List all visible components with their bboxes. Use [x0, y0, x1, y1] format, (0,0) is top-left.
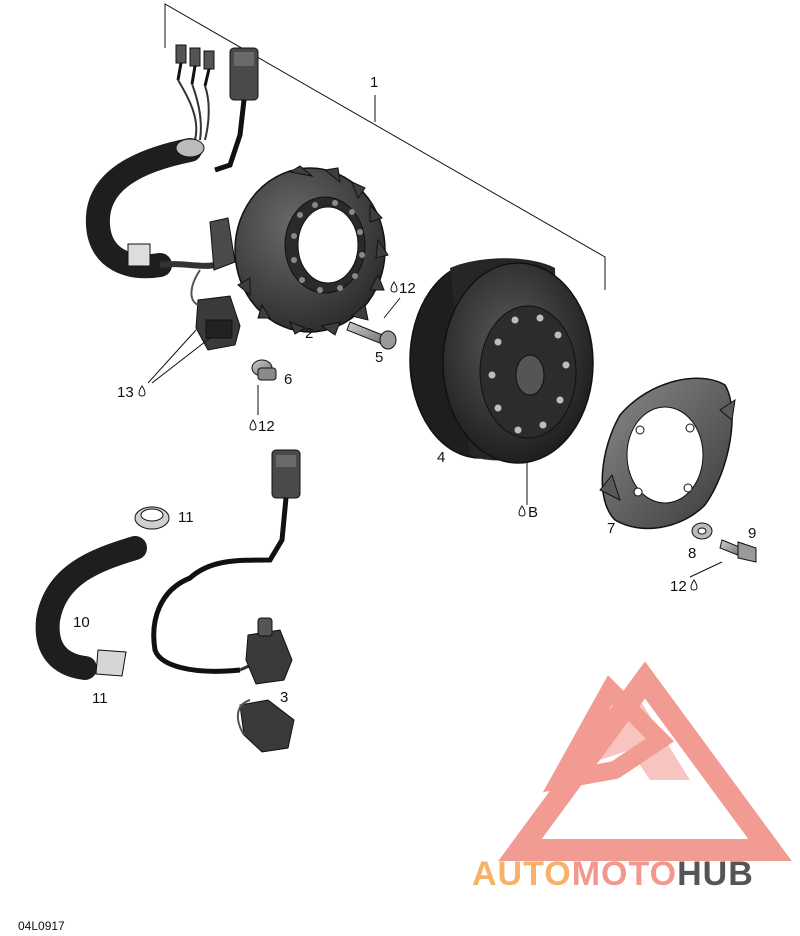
watermark-part3: HUB [677, 855, 754, 893]
watermark-part1: AUTO [472, 855, 572, 893]
connector-pins [175, 44, 215, 141]
pickup-sensor-upper [190, 269, 241, 351]
glue-drop-icon-12b [249, 419, 257, 431]
glue-drop-icon-13 [138, 385, 146, 397]
callout-labels: 1 2 3 4 5 6 7 8 9 10 11 11 12 12 12 13 B [73, 74, 756, 707]
label-8: 8 [688, 545, 696, 562]
label-7: 7 [607, 520, 615, 537]
label-b: B [528, 504, 538, 521]
glue-drop-icon-12a [390, 281, 398, 293]
watermark-part2: MOTO [572, 855, 677, 893]
label-6: 6 [284, 371, 292, 388]
clamp-11-upper [134, 506, 170, 530]
bolt-6 [251, 359, 277, 381]
label-1: 1 [370, 74, 378, 91]
label-5: 5 [375, 349, 383, 366]
glue-drop-icon-12c [690, 579, 698, 591]
drawing-code: 04L0917 [18, 919, 65, 933]
label-10: 10 [73, 614, 90, 631]
bolt-9 [719, 539, 757, 563]
label-12-lower: 12 [670, 578, 687, 595]
label-11-lower: 11 [92, 690, 108, 707]
watermark-text: AUTOMOTOHUB [472, 855, 754, 893]
bolt-5 [346, 321, 397, 350]
connector-plug [214, 47, 259, 173]
glue-drop-icon-b [518, 505, 526, 517]
label-3: 3 [280, 689, 288, 706]
group-bracket [164, 3, 606, 290]
label-11-upper: 11 [178, 509, 194, 526]
harness-sleeve [85, 138, 216, 279]
watermark-logo [498, 661, 792, 861]
sleeve-10 [35, 536, 147, 680]
label-9: 9 [748, 525, 756, 542]
label-4: 4 [437, 449, 445, 466]
sensor-harness-3 [151, 449, 301, 753]
washer-8 [691, 522, 713, 540]
glue-drop-icons [138, 281, 698, 591]
label-12-middle: 12 [258, 418, 275, 435]
label-2: 2 [305, 325, 313, 342]
svg-text:AUTOMOTOHUB: AUTOMOTOHUB [472, 855, 754, 893]
trigger-plate [599, 377, 736, 530]
label-12-upper: 12 [399, 280, 416, 297]
label-13: 13 [117, 384, 134, 401]
flywheel [409, 258, 594, 464]
clamp-11-lower [95, 649, 127, 677]
stator [209, 165, 389, 336]
